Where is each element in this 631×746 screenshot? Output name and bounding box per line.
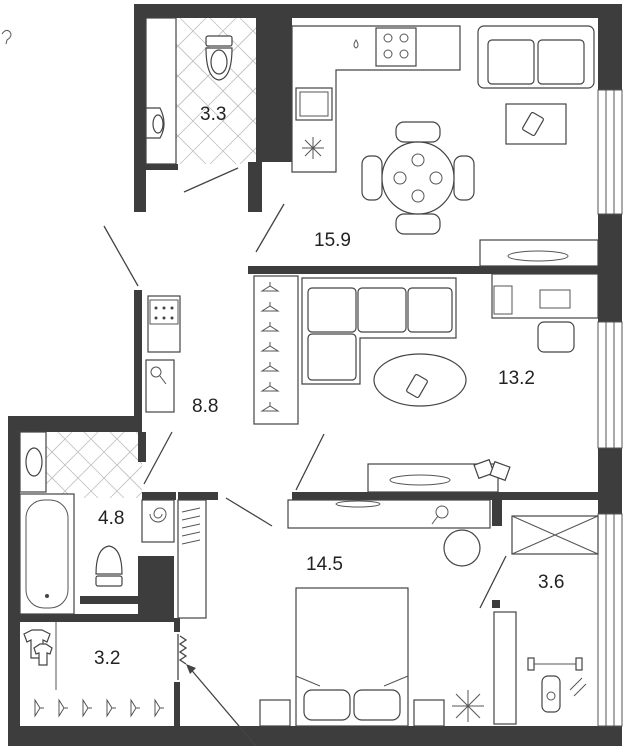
kitchen-sofa (477, 25, 595, 89)
mirror-icon (145, 359, 175, 413)
hanger-icon (181, 515, 201, 521)
bedroom-room: 14.5 (177, 499, 491, 727)
dumbbell-icon (527, 657, 587, 713)
question-icon (1, 29, 12, 45)
area-label-living: 13.2 (498, 368, 535, 389)
hall-room: 8.8 (145, 295, 218, 417)
wc-sink (145, 107, 165, 139)
stove-icon (375, 27, 417, 67)
hanger-icon (260, 342, 280, 352)
hanger-icon (58, 698, 68, 718)
hanger-icon (82, 698, 92, 718)
wc-room: 3.3 (145, 17, 233, 165)
desk (491, 273, 599, 353)
bed (259, 587, 445, 727)
snowflake-icon (302, 137, 324, 159)
wc-toilet (205, 35, 233, 81)
tv-unit-living (367, 458, 511, 493)
water-drop-icon (353, 39, 359, 49)
dining-table (361, 121, 475, 235)
hanger-icon (34, 698, 44, 718)
area-label-kitchen-living: 15.9 (314, 230, 351, 251)
walls (8, 4, 622, 746)
hanger-icon (181, 539, 201, 545)
tv-unit-kitchen (479, 239, 599, 267)
hanger-icon (260, 402, 280, 412)
bathroom-tile-floor (46, 432, 142, 498)
kitchen-room: 15.9 (291, 25, 599, 267)
living-sofa (301, 277, 457, 385)
area-label-storage: 3.2 (94, 648, 120, 669)
shirt-icon (23, 629, 53, 666)
area-label-balcony: 3.6 (538, 572, 564, 593)
hanger-icon (260, 302, 280, 312)
hanger-icon (181, 507, 201, 513)
phone-icon (522, 111, 544, 137)
area-label-wc: 3.3 (200, 104, 226, 125)
entrance-arrow (186, 664, 257, 746)
hanger-icon (181, 531, 201, 537)
phone-icon (406, 373, 428, 399)
hanger-icon (106, 698, 116, 718)
hanger-icon (154, 698, 164, 718)
balcony-bench (493, 611, 517, 725)
hanger-icon (130, 698, 140, 718)
windows (597, 89, 623, 727)
hanger-icon (260, 322, 280, 332)
wardrobe-bedroom (177, 499, 207, 619)
hanger-icon (260, 382, 280, 392)
wardrobe-living (253, 275, 299, 425)
balcony-cabinet (511, 515, 599, 555)
bathroom-room: 4.8 (19, 431, 175, 615)
bath-sink (19, 431, 47, 493)
area-label-bedroom: 14.5 (306, 554, 343, 575)
bathtub (19, 493, 75, 615)
hanger-icon (260, 362, 280, 372)
plant-icon (452, 690, 484, 722)
bath-toilet (95, 545, 123, 587)
hanger-icon (260, 282, 280, 292)
dresser (287, 499, 491, 529)
doors (103, 167, 507, 680)
washer-icon (147, 295, 181, 353)
round-rug (443, 529, 481, 567)
storage-room: 3.2 (20, 622, 174, 726)
area-label-bathroom: 4.8 (98, 508, 124, 529)
balcony-room: 3.6 (493, 515, 599, 725)
kitchen-sink (295, 87, 333, 121)
area-label-hall: 8.8 (192, 396, 218, 417)
living-room: 13.2 (253, 273, 599, 493)
bath-washer (141, 499, 175, 543)
hanger-icon (181, 523, 201, 529)
